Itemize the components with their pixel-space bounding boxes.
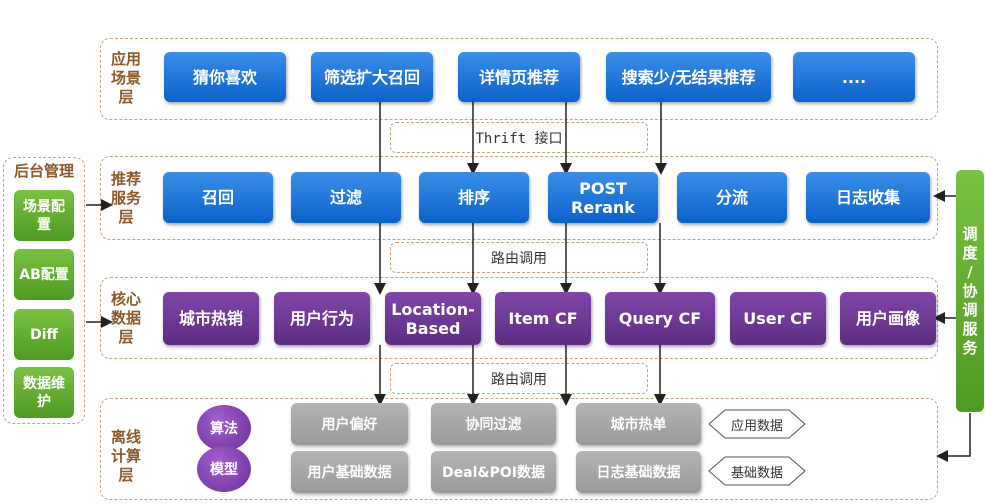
core-box-query-cf[interactable]: Query CF bbox=[605, 292, 715, 345]
thrift-interface-box: Thrift 接口 bbox=[390, 122, 648, 153]
route-call-box-1: 路由调用 bbox=[390, 242, 648, 273]
app-box-detail-page-recommend[interactable]: 详情页推荐 bbox=[458, 52, 580, 102]
offline-box-user-base-data[interactable]: 用户基础数据 bbox=[291, 451, 408, 493]
offline-box-log-base-data[interactable]: 日志基础数据 bbox=[576, 451, 701, 493]
app-box-guess-you-like[interactable]: 猜你喜欢 bbox=[164, 52, 286, 102]
offline-layer bbox=[100, 398, 938, 500]
admin-diff[interactable]: Diff bbox=[14, 309, 74, 360]
app-box-more[interactable]: .... bbox=[793, 52, 915, 102]
route-call-box-2: 路由调用 bbox=[390, 363, 648, 394]
admin-panel bbox=[3, 157, 85, 424]
app-box-search-recommend[interactable]: 搜索少/无结果推荐 bbox=[606, 52, 771, 102]
app-data-diamond bbox=[708, 409, 806, 439]
app-data-tag: 应用数据 bbox=[730, 418, 783, 434]
app-layer-label: 应用 场景 层 bbox=[110, 50, 141, 106]
service-box-recall[interactable]: 召回 bbox=[163, 172, 273, 223]
core-layer-label: 核心 数据 层 bbox=[110, 290, 141, 346]
offline-layer-label: 离线 计算 层 bbox=[110, 428, 141, 484]
offline-box-collaborative-filter[interactable]: 协同过滤 bbox=[431, 403, 556, 445]
core-box-item-cf[interactable]: Item CF bbox=[495, 292, 591, 345]
base-data-tag: 基础数据 bbox=[730, 465, 783, 481]
service-box-log-collect[interactable]: 日志收集 bbox=[806, 172, 930, 223]
scheduler-service[interactable]: 调 度 / 协 调 服 务 bbox=[956, 170, 984, 412]
algorithm-circle: 算法 bbox=[197, 405, 251, 451]
offline-box-user-preference[interactable]: 用户偏好 bbox=[291, 403, 408, 445]
core-box-location-based[interactable]: Location- Based bbox=[385, 292, 481, 345]
core-box-user-profile[interactable]: 用户画像 bbox=[840, 292, 936, 345]
app-layer bbox=[100, 38, 938, 120]
service-box-post-rerank[interactable]: POST Rerank bbox=[548, 172, 658, 223]
service-box-split[interactable]: 分流 bbox=[677, 172, 787, 223]
core-box-city-hot[interactable]: 城市热销 bbox=[163, 292, 259, 345]
service-layer-label: 推荐 服务 层 bbox=[110, 170, 141, 226]
core-box-user-behavior[interactable]: 用户行为 bbox=[274, 292, 370, 345]
app-box-filter-expand-recall[interactable]: 筛选扩大召回 bbox=[311, 52, 433, 102]
offline-box-deal-poi-data[interactable]: Deal&POI数据 bbox=[431, 451, 556, 493]
offline-box-city-hot-list[interactable]: 城市热单 bbox=[576, 403, 701, 445]
base-data-diamond bbox=[708, 456, 806, 486]
admin-scene-config[interactable]: 场景配 置 bbox=[14, 190, 74, 241]
admin-title: 后台管理 bbox=[13, 162, 74, 180]
core-box-user-cf[interactable]: User CF bbox=[730, 292, 826, 345]
service-box-rank[interactable]: 排序 bbox=[419, 172, 529, 223]
service-box-filter[interactable]: 过滤 bbox=[291, 172, 401, 223]
model-circle: 模型 bbox=[197, 446, 251, 492]
admin-ab-config[interactable]: AB配置 bbox=[14, 249, 74, 300]
admin-data-maintenance[interactable]: 数据维 护 bbox=[14, 367, 74, 418]
